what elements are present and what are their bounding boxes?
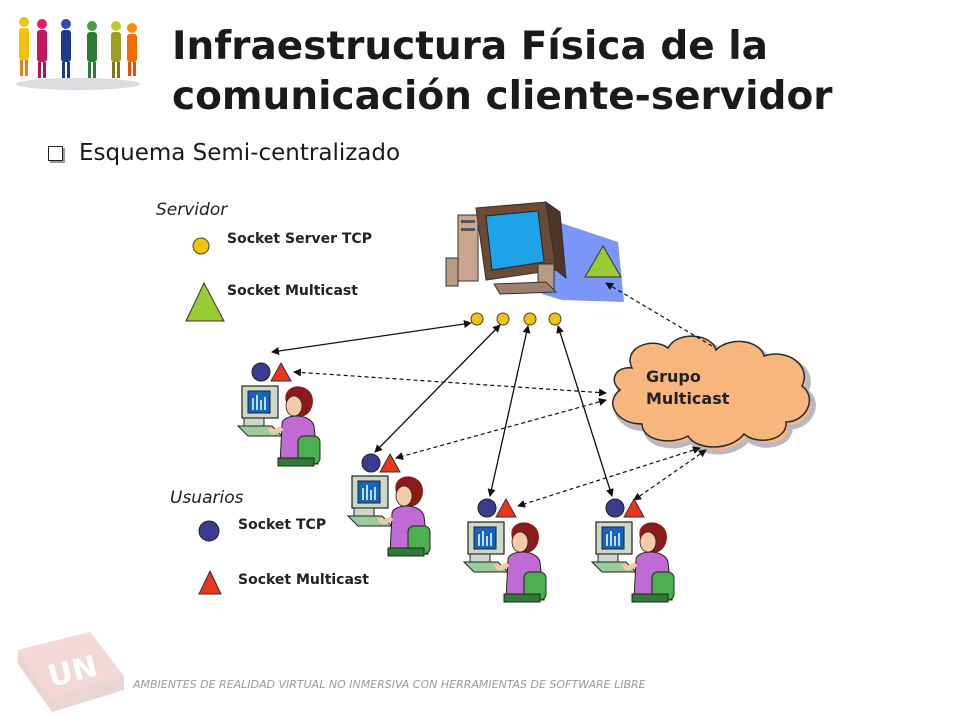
university-logo-icon: UN (18, 632, 124, 712)
multicast-cloud-icon (612, 335, 816, 455)
legend-server-socket-icon (192, 237, 210, 255)
cloud-label: Grupo Multicast (646, 366, 729, 410)
legend-server-heading: Servidor (156, 200, 228, 220)
legend-user-socket-label: Socket TCP (238, 517, 327, 533)
tcp-link-line (556, 325, 614, 497)
legend-user-socket-icon (198, 520, 220, 542)
user-computer-icon (348, 476, 430, 556)
tcp-link-line (271, 320, 472, 355)
user-socket-icon (605, 498, 625, 518)
server-socket-icon (523, 312, 537, 326)
server-socket-icon (496, 312, 510, 326)
legend-server-multicast-icon (185, 281, 225, 322)
user-socket-icon (477, 498, 497, 518)
user-computer-icon (238, 386, 320, 466)
tcp-link-line (374, 324, 501, 453)
user-multicast-icon (623, 497, 645, 518)
multicast-link-line (395, 398, 607, 460)
user-multicast-icon (495, 497, 517, 518)
page-title: Infraestructura Física de la comunicació… (172, 24, 833, 119)
cloud-label-line1: Grupo (646, 367, 701, 386)
bullet-item: Esquema Semi-centralizado (48, 140, 400, 166)
user-multicast-icon (379, 452, 401, 473)
multicast-link-line (293, 368, 607, 397)
multicast-link-line (633, 449, 707, 501)
user-socket-icon (361, 453, 381, 473)
cloud-label-line2: Multicast (646, 389, 730, 408)
server-socket-icon (470, 312, 484, 326)
user-computer-icon (592, 522, 674, 602)
user-socket-icon (251, 362, 271, 382)
tcp-link-line (487, 325, 531, 497)
legend-user-multicast-label: Socket Multicast (238, 572, 369, 588)
legend-server-socket-label: Socket Server TCP (227, 231, 372, 247)
checkbox-bullet-icon (48, 145, 63, 161)
server-computer-icon (445, 200, 624, 302)
footer-text: AMBIENTES DE REALIDAD VIRTUAL NO INMERSI… (133, 678, 646, 691)
multicast-link-line (517, 446, 701, 508)
legend-user-multicast-icon (198, 569, 222, 595)
legend-users-heading: Usuarios (170, 488, 244, 508)
server-socket-icon (548, 312, 562, 326)
legend-server-multicast-label: Socket Multicast (227, 283, 358, 299)
people-logo-icon (16, 17, 140, 90)
user-multicast-icon (270, 361, 292, 382)
server-multicast-icon (584, 245, 622, 278)
user-computer-icon (464, 522, 546, 602)
bullet-text: Esquema Semi-centralizado (79, 140, 401, 166)
